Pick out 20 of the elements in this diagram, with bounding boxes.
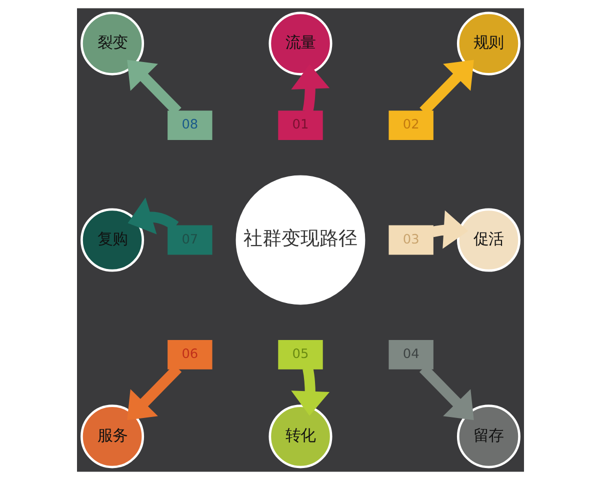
node-circle: 复购 <box>80 208 144 272</box>
arrow <box>127 198 178 234</box>
node-circle: 留存 <box>456 404 520 468</box>
node-circle: 社群变现路径 <box>235 175 365 305</box>
node-circle: 促活 <box>456 208 520 272</box>
arrow <box>290 367 330 416</box>
node-circle: 流量 <box>268 12 332 76</box>
node-box: 08 <box>167 110 212 140</box>
node-circle: 服务 <box>80 404 144 468</box>
node-box: 06 <box>167 340 212 370</box>
node-box: 04 <box>388 340 433 370</box>
node-circle: 裂变 <box>80 12 144 76</box>
node-box: 03 <box>388 225 433 255</box>
node-circle: 转化 <box>268 404 332 468</box>
arrow <box>430 210 468 249</box>
node-circle: 规则 <box>456 12 520 76</box>
node-box: 02 <box>388 110 433 140</box>
arrow <box>290 64 330 113</box>
node-box: 01 <box>278 110 322 140</box>
node-box: 05 <box>278 340 322 370</box>
